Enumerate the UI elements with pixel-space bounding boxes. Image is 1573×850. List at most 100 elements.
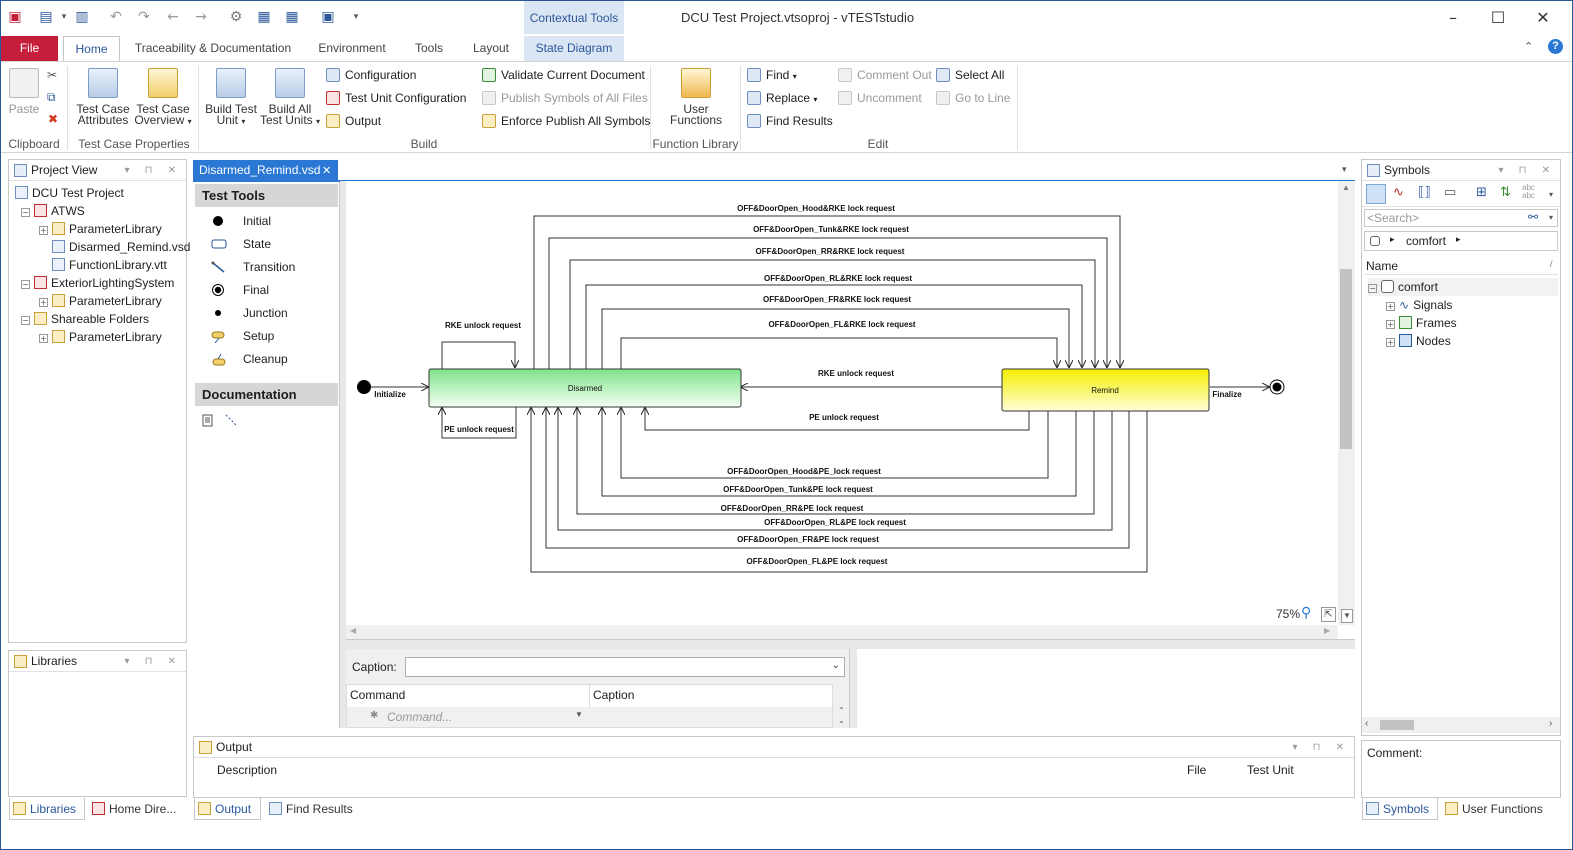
copy-icon[interactable]: ⧉ <box>47 90 56 104</box>
tab-find-results[interactable]: Find Results <box>266 798 366 820</box>
close-tab-icon[interactable]: ✕ <box>322 164 332 177</box>
test-tools-header[interactable]: Test Tools <box>195 184 338 207</box>
test-unit-configuration-button[interactable]: Test Unit Configuration <box>326 88 466 108</box>
search-dropdown-icon[interactable]: ▾ <box>1549 213 1554 222</box>
note-link-icon[interactable] <box>225 414 239 428</box>
tree-item-disarmed-remind[interactable]: Disarmed_Remind.vsd <box>52 238 190 256</box>
comment-out-button[interactable]: Comment Out <box>838 65 932 85</box>
tree-item-function-library[interactable]: FunctionLibrary.vtt <box>52 256 167 274</box>
build-unit-icon[interactable]: ▦ <box>257 9 271 25</box>
tab-file[interactable]: File <box>1 36 58 61</box>
symbol-tree-signals[interactable]: +∿Signals <box>1386 296 1452 314</box>
expand-icon[interactable]: + <box>39 226 48 235</box>
collapse-icon[interactable]: − <box>21 316 30 325</box>
fit-to-page-icon[interactable]: ⇱ <box>1321 607 1336 622</box>
scroll-left-icon[interactable]: ◀ <box>350 626 357 635</box>
note-icon[interactable] <box>201 414 215 428</box>
build-all-test-units-button[interactable]: Build All Test Units ▾ <box>259 68 321 127</box>
configuration-button[interactable]: Configuration <box>326 65 416 85</box>
minimize-button[interactable]: – <box>1449 8 1457 27</box>
symbols-breadcrumb[interactable]: ▸ comfort ▸ <box>1364 231 1558 251</box>
tool-setup[interactable]: Setup <box>211 326 274 346</box>
grid-scroll-icon[interactable]: ⌃⌄ <box>838 706 845 725</box>
tree-item-exterior-lighting[interactable]: −ExteriorLightingSystem <box>21 274 174 292</box>
document-tab[interactable]: Disarmed_Remind.vsd ✕ <box>193 160 338 181</box>
undo-icon[interactable]: ↶ <box>110 9 122 25</box>
help-icon[interactable]: ? <box>1548 39 1563 54</box>
panel-buttons[interactable]: ▾ ⊓ ✕ <box>1292 742 1350 753</box>
scroll-up-icon[interactable]: ▲ <box>1342 183 1350 192</box>
symbol-tree-comfort[interactable]: −comfort <box>1368 278 1558 296</box>
expand-icon[interactable]: + <box>39 298 48 307</box>
tab-layout[interactable]: Layout <box>472 41 510 55</box>
test-case-overview-button[interactable]: Test Case Overview ▾ <box>133 68 193 127</box>
expand-icon[interactable]: + <box>1386 302 1395 311</box>
scroll-thumb[interactable] <box>1380 720 1414 730</box>
redo-icon[interactable]: ↷ <box>138 9 150 25</box>
caption-combobox[interactable]: ⌄ <box>405 657 845 677</box>
breadcrumb-arrow-icon[interactable]: ▸ <box>1456 234 1461 244</box>
tree-item-project[interactable]: DCU Test Project <box>15 184 124 202</box>
publish-symbols-button[interactable]: Publish Symbols of All Files <box>482 88 648 108</box>
caption-dropdown-icon[interactable]: ⌄ <box>831 660 840 671</box>
properties-vertical-splitter[interactable] <box>849 649 857 728</box>
expand-icon[interactable]: + <box>1386 320 1395 329</box>
symbols-search-input[interactable]: <Search> ⚯ ▾ <box>1364 209 1558 227</box>
state-diagram-canvas[interactable]: Disarmed Remind Initialize Finalize RKE … <box>346 181 1338 625</box>
tab-state-diagram[interactable]: State Diagram <box>524 36 624 61</box>
tool-transition[interactable]: Transition <box>211 257 295 277</box>
database-filter-icon[interactable] <box>1366 184 1386 204</box>
message-filter-icon[interactable]: ▭ <box>1444 185 1457 200</box>
tab-symbols[interactable]: Symbols <box>1362 798 1438 820</box>
collapse-icon[interactable]: − <box>1368 284 1377 293</box>
signal-filter-icon[interactable]: ∿ <box>1393 185 1404 200</box>
documentation-header[interactable]: Documentation <box>195 383 338 406</box>
zoom-icon[interactable]: ⚲ <box>1301 605 1312 621</box>
tab-user-functions[interactable]: User Functions <box>1442 798 1560 820</box>
cut-icon[interactable]: ✂ <box>47 68 58 82</box>
forward-icon[interactable]: → <box>195 9 207 25</box>
validate-current-document-button[interactable]: Validate Current Document <box>482 65 645 85</box>
toolbox-splitter[interactable] <box>340 181 346 728</box>
maximize-button[interactable]: ☐ <box>1490 8 1506 27</box>
variable-filter-icon[interactable]: ⟦⟧ <box>1418 185 1431 200</box>
scroll-left-icon[interactable]: ‹ <box>1365 718 1369 729</box>
new-file-icon[interactable]: ▤ <box>39 9 53 25</box>
paste-button[interactable]: Paste <box>7 68 41 115</box>
collapse-icon[interactable]: − <box>21 280 30 289</box>
close-button[interactable]: ✕ <box>1536 8 1550 27</box>
collapse-ribbon-icon[interactable]: ⌃ <box>1524 40 1534 53</box>
build-all-icon[interactable]: ▦ <box>285 9 299 25</box>
new-command-row[interactable]: ✱ Command... ▼ <box>347 707 832 727</box>
scroll-down-icon[interactable]: ▼ <box>1341 609 1353 623</box>
tree-item-atws[interactable]: −ATWS <box>21 202 85 220</box>
tab-home-directory[interactable]: Home Dire... <box>89 798 187 820</box>
tab-tools[interactable]: Tools <box>414 41 443 55</box>
collapse-icon[interactable]: − <box>21 208 30 217</box>
panel-buttons[interactable]: ▾ ⊓ ✕ <box>1498 165 1556 176</box>
find-results-button[interactable]: Find Results <box>747 111 833 131</box>
customize-icon[interactable]: ▾ <box>353 12 359 22</box>
symbol-tree-frames[interactable]: +Frames <box>1386 314 1457 332</box>
uncomment-button[interactable]: Uncomment <box>838 88 922 108</box>
expand-icon[interactable]: + <box>39 334 48 343</box>
tree-item-shareable-folders[interactable]: −Shareable Folders <box>21 310 149 328</box>
tool-junction[interactable]: Junction <box>211 303 288 323</box>
tree-view-icon[interactable]: ⊞ <box>1476 185 1487 200</box>
test-case-attributes-button[interactable]: Test Case Attributes <box>75 68 131 126</box>
state-remind[interactable] <box>1001 368 1210 412</box>
breadcrumb-arrow-icon[interactable]: ▸ <box>1390 234 1395 244</box>
sort-icon[interactable]: ⇅ <box>1500 185 1511 200</box>
tab-libraries[interactable]: Libraries <box>9 798 85 820</box>
canvas-vertical-scrollbar[interactable]: ▲ ▼ <box>1338 181 1355 625</box>
initial-node[interactable] <box>357 380 371 394</box>
symbols-horizontal-scrollbar[interactable]: ‹ › <box>1362 717 1560 733</box>
tab-traceability[interactable]: Traceability & Documentation <box>134 41 292 55</box>
tool-final[interactable]: Final <box>211 280 269 300</box>
scroll-right-icon[interactable]: ▶ <box>1324 626 1331 635</box>
new-dropdown-icon[interactable]: ▾ <box>61 12 67 22</box>
expand-icon[interactable]: + <box>1386 338 1395 347</box>
panel-buttons[interactable]: ▾ ⊓ ✕ <box>124 656 182 667</box>
build-icon[interactable]: ⚙ <box>229 9 243 25</box>
